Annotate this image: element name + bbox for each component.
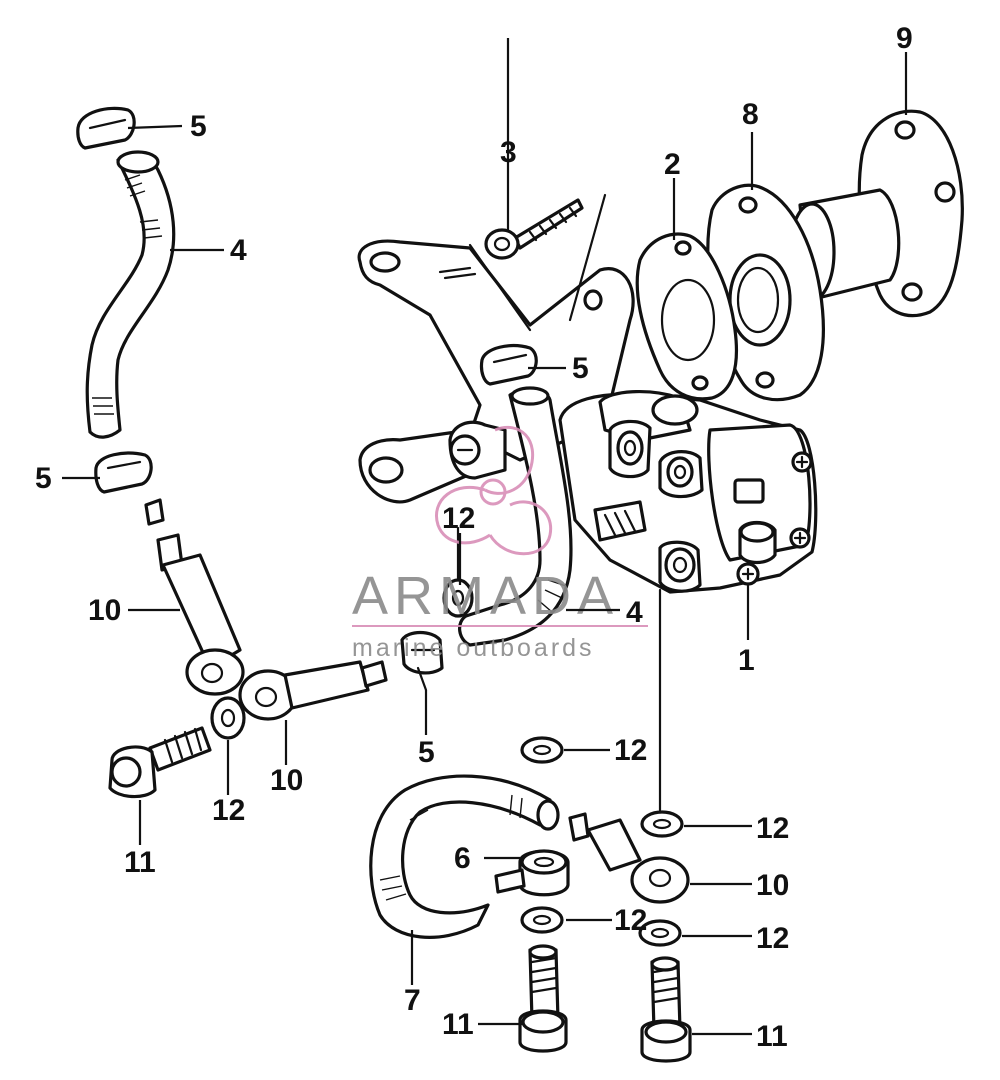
part-11-bolt-left — [108, 726, 212, 799]
callout-label: 5 — [418, 736, 435, 769]
watermark-brand: ARMADA — [352, 566, 619, 626]
callout-label: 3 — [500, 136, 517, 169]
part-2-gasket — [635, 232, 739, 401]
callout-label: 12 — [212, 794, 245, 827]
callout-label: 8 — [742, 98, 759, 131]
callout-numbers: 5 4 5 3 2 8 9 5 12 10 4 1 5 10 12 11 12 … — [35, 22, 913, 1053]
part-11-bolt-center — [518, 944, 568, 1053]
part-5-clip-top — [76, 106, 136, 150]
callout-label: 10 — [756, 869, 789, 902]
part-5-clip-left — [94, 451, 153, 494]
callout-label: 11 — [442, 1008, 474, 1041]
part-10-banjo-right — [568, 812, 690, 904]
callout-label: 5 — [190, 110, 207, 143]
part-12-washers — [210, 578, 684, 947]
part-10-banjo-center — [238, 660, 388, 721]
callout-label: 12 — [442, 502, 475, 535]
part-5-clip-lower — [400, 630, 444, 692]
callout-label: 12 — [756, 922, 789, 955]
callout-label: 11 — [756, 1020, 788, 1053]
callout-label: 12 — [756, 812, 789, 845]
callout-label: 12 — [614, 904, 647, 937]
callout-label: 1 — [738, 644, 755, 677]
callout-label: 11 — [124, 846, 156, 879]
callout-label: 4 — [626, 596, 643, 629]
part-3-bolt — [484, 198, 584, 260]
part-5-clip-center — [479, 344, 538, 386]
part-6-fitting — [494, 849, 570, 897]
bracket-leader-lines — [468, 193, 607, 332]
part-1-oil-pump — [448, 390, 818, 594]
leader-lines — [62, 38, 908, 1036]
callout-label: 10 — [88, 594, 121, 627]
watermark-tagline: marine outboards — [352, 634, 595, 662]
callout-label: 5 — [572, 352, 589, 385]
callout-label: 10 — [270, 764, 303, 797]
part-10-banjo-left — [144, 498, 245, 696]
part-11-bolt-right — [640, 956, 692, 1063]
callout-label: 5 — [35, 462, 52, 495]
part-4-hose-center — [458, 386, 573, 647]
part-4-hose-upper — [85, 150, 176, 439]
callout-label: 2 — [664, 148, 681, 181]
callout-label: 4 — [230, 234, 247, 267]
callout-label: 12 — [614, 734, 647, 767]
watermark-logo-icon — [435, 425, 553, 556]
watermark: ARMADA marine outboards — [352, 425, 648, 662]
callout-label: 7 — [404, 984, 421, 1017]
callout-label: 6 — [454, 842, 471, 875]
part-7-u-hose — [369, 774, 560, 939]
callout-label: 9 — [896, 22, 913, 55]
part-9-flange-pipe — [788, 109, 964, 318]
